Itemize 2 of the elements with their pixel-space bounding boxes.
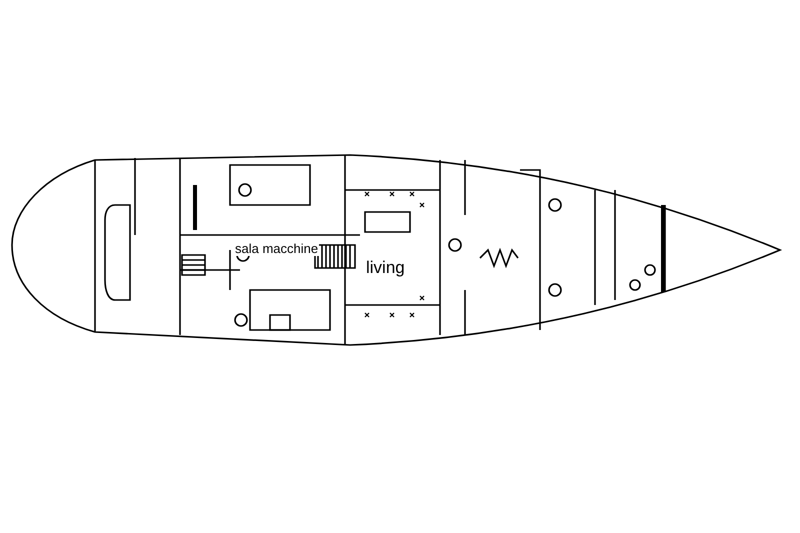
room-label: sala macchine (234, 241, 320, 256)
room-label: living (366, 259, 405, 276)
